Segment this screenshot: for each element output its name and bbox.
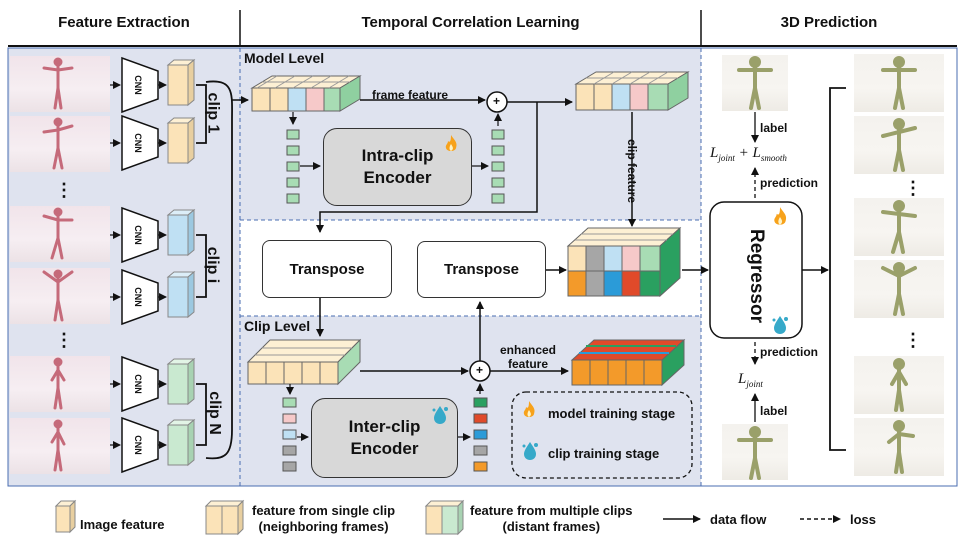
legend-image-feature: Image feature (80, 517, 165, 532)
clip-level-title: Clip Level (244, 318, 311, 334)
prediction-top: prediction (760, 176, 819, 190)
ellipsis-left-2: ⋮ (55, 330, 73, 350)
plus-bottom: + (476, 363, 484, 377)
clip-training-stage-label: clip training stage (548, 446, 660, 461)
fire-icon (445, 135, 457, 151)
legend-single-clip: feature from single clip (neighboring fr… (252, 503, 396, 534)
loss-formula-bottom: Ljoint (738, 371, 763, 389)
legend-data-flow: data flow (710, 512, 767, 527)
person-figures (42, 57, 74, 472)
loss-plus-l: + L (734, 145, 761, 161)
water-drop-icon (432, 406, 448, 424)
plus-top: + (493, 94, 501, 108)
legend-loss: loss (850, 512, 877, 527)
label-bottom: label (760, 404, 788, 418)
section-title-feature-extraction: Feature Extraction (58, 14, 190, 31)
water-drop-icon (522, 442, 538, 460)
fire-icon (774, 207, 787, 225)
model-training-stage-label: model training stage (548, 406, 676, 421)
cnn-rows (110, 56, 196, 474)
ellipsis-right-1: ⋮ (904, 178, 922, 198)
legend-multi-clip: feature from multiple clips (distant fra… (470, 503, 633, 534)
ellipsis-left-1: ⋮ (55, 180, 73, 200)
loss-sub-joint-bottom: joint (746, 379, 763, 389)
frame-feature-label: frame feature (372, 88, 449, 102)
enhanced-feature-label: enhanced feature (500, 343, 557, 371)
prediction-bottom: prediction (760, 345, 819, 359)
transpose-left: Transpose (262, 240, 392, 298)
ellipsis-right-2: ⋮ (904, 330, 922, 350)
intra-clip-encoder: Intra-clip Encoder (323, 128, 472, 206)
water-drop-icon (772, 316, 788, 334)
label-top: label (760, 121, 788, 135)
loss-formula-top: Ljoint + Lsmooth (710, 145, 787, 163)
loss-sub-joint: joint (718, 153, 735, 163)
loss-l: L (710, 145, 719, 161)
section-title-3d-prediction: 3D Prediction (780, 14, 878, 31)
model-level-title: Model Level (244, 50, 325, 66)
loss-l-bottom: L (738, 371, 747, 387)
fire-icon (523, 401, 535, 417)
section-title-temporal: Temporal Correlation Learning (361, 14, 580, 31)
transpose-right: Transpose (417, 241, 546, 298)
loss-sub-smooth: smooth (760, 153, 787, 163)
model-input-cube (250, 75, 362, 112)
